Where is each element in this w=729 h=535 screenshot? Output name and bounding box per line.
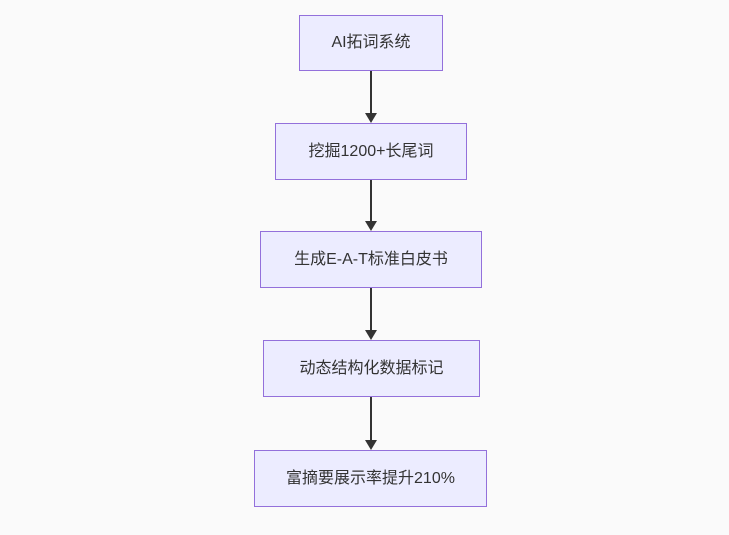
arrowhead-down-icon: [365, 113, 377, 123]
arrowhead-down-icon: [365, 221, 377, 231]
node-structured-data-markup: 动态结构化数据标记: [263, 340, 480, 397]
flowchart-edge-2: [364, 180, 378, 231]
node-eat-whitepaper: 生成E-A-T标准白皮书: [260, 231, 482, 288]
node-label: 富摘要展示率提升210%: [286, 469, 455, 487]
flowchart-edge-3: [364, 288, 378, 340]
edge-line: [370, 288, 372, 332]
node-mine-longtail-keywords: 挖掘1200+长尾词: [275, 123, 467, 180]
edge-line: [370, 180, 372, 223]
node-label: AI拓词系统: [331, 34, 411, 52]
edge-line: [370, 397, 372, 442]
arrowhead-down-icon: [365, 330, 377, 340]
node-label: 动态结构化数据标记: [299, 359, 444, 377]
edge-line: [370, 71, 372, 115]
node-label: 生成E-A-T标准白皮书: [294, 250, 448, 268]
node-label: 挖掘1200+长尾词: [308, 142, 434, 160]
arrowhead-down-icon: [365, 440, 377, 450]
flowchart-edge-1: [364, 71, 378, 123]
node-rich-snippet-rate: 富摘要展示率提升210%: [254, 450, 487, 507]
node-ai-keyword-system: AI拓词系统: [299, 15, 443, 71]
flowchart-edge-4: [364, 397, 378, 450]
